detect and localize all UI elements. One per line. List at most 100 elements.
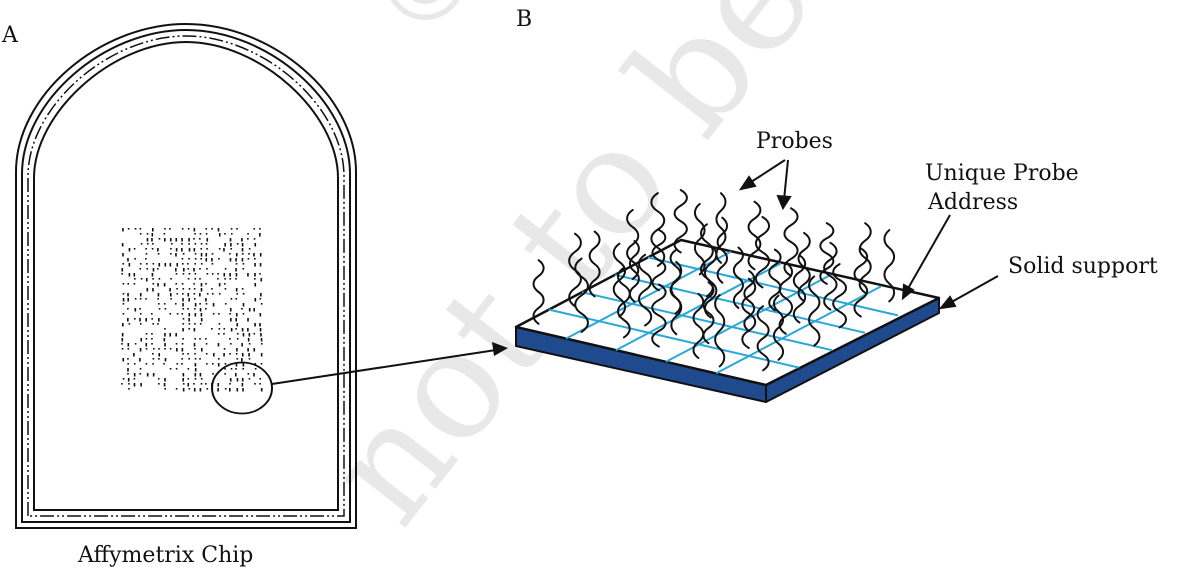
probe-spot xyxy=(229,383,231,385)
probe-spot xyxy=(169,228,171,230)
probe-spot xyxy=(145,263,148,265)
probe-spot xyxy=(169,368,172,370)
probe-spot xyxy=(122,228,124,232)
probe-spot xyxy=(206,248,208,250)
probe-spot xyxy=(152,263,155,265)
probe-spot xyxy=(193,383,195,385)
probe-spot xyxy=(205,338,207,340)
probe-spot xyxy=(169,263,172,267)
probe-spot xyxy=(236,228,238,230)
probe-spot xyxy=(127,373,129,375)
probe-spot xyxy=(139,268,142,270)
probe-spot xyxy=(242,388,244,392)
probe-spot xyxy=(229,308,232,312)
probe-spot xyxy=(145,348,148,350)
probe-spot xyxy=(247,238,249,240)
probe-spot xyxy=(200,288,203,292)
probe-spot xyxy=(253,228,256,230)
probe-spot xyxy=(193,298,196,300)
probe-strand xyxy=(628,240,640,303)
probe-spot xyxy=(205,243,208,245)
probe-spot xyxy=(133,353,135,357)
probe-spot xyxy=(254,273,256,277)
probe-spot xyxy=(224,243,226,247)
probe-strand xyxy=(588,230,601,298)
label-pointers xyxy=(738,159,999,310)
probe-spot xyxy=(164,358,167,362)
probe-spot xyxy=(235,313,238,317)
probe-spot xyxy=(235,353,238,355)
probe-spot xyxy=(145,338,148,340)
probe-spot xyxy=(187,228,190,230)
probe-spot xyxy=(235,253,238,257)
probe-spot xyxy=(199,388,202,392)
probe-spot xyxy=(188,288,191,290)
probe-spot xyxy=(175,333,177,337)
unique-probe-pointer-head xyxy=(901,283,915,301)
probe-spot xyxy=(223,248,225,252)
probe-spot xyxy=(175,248,178,252)
probe-spot xyxy=(206,238,209,242)
probe-spot xyxy=(157,268,159,270)
probe-spot xyxy=(194,378,197,380)
probe-spot xyxy=(254,368,257,370)
probe-spot xyxy=(223,348,226,350)
probe-spot xyxy=(193,388,196,392)
probe-spot xyxy=(218,248,221,250)
probe-spot xyxy=(163,233,166,235)
probe-spot xyxy=(146,288,149,292)
probe-spot xyxy=(151,248,154,250)
probe-spot xyxy=(133,363,136,365)
probe-spot xyxy=(260,333,262,337)
probe-spot xyxy=(235,278,237,280)
unique-probe-label-line2: Address xyxy=(927,190,1018,215)
probe-spot xyxy=(182,378,184,382)
probe-spot xyxy=(229,273,231,277)
probe-strand xyxy=(714,294,726,368)
probe-spot xyxy=(164,378,166,382)
probe-spot xyxy=(193,268,195,272)
probe-spot xyxy=(152,283,155,285)
probe-spot xyxy=(241,358,243,362)
probes xyxy=(532,189,896,372)
probe-strand xyxy=(637,253,653,327)
probe-spot xyxy=(242,268,245,270)
probe-spot xyxy=(181,238,183,242)
probe-spot xyxy=(152,373,155,377)
probe-spot xyxy=(224,303,227,305)
probe-spot xyxy=(224,373,226,375)
probes-label: Probes xyxy=(756,129,833,154)
probe-spot xyxy=(139,323,142,325)
probe-spot xyxy=(158,238,161,240)
probe-spot xyxy=(230,318,232,322)
probe-spot xyxy=(224,363,227,365)
probe-spot xyxy=(182,268,185,272)
probe-spot xyxy=(254,283,257,287)
probe-spot xyxy=(175,303,177,305)
probe-spot xyxy=(151,343,153,345)
probe-spot xyxy=(134,298,137,300)
probe-strand xyxy=(772,294,785,361)
probe-spot xyxy=(139,348,142,352)
probe-spot xyxy=(217,343,220,347)
probe-spot xyxy=(127,293,129,297)
probe-spot xyxy=(121,383,123,385)
probe-spot xyxy=(211,293,214,295)
probe-spot xyxy=(146,268,149,270)
probe-spot xyxy=(242,263,245,265)
probe-spot xyxy=(223,273,226,277)
probe-spot xyxy=(217,383,220,387)
probe-spot xyxy=(194,308,196,310)
solid-support-label: Solid support xyxy=(1008,254,1158,279)
probe-spot xyxy=(121,243,124,247)
probe-spot xyxy=(188,313,191,317)
probe-spot xyxy=(205,303,208,305)
probe-spot xyxy=(200,263,203,265)
probe-spot xyxy=(193,228,196,232)
probe-spot xyxy=(236,243,239,245)
probe-spot xyxy=(157,378,160,380)
probe-spot xyxy=(127,258,129,262)
probe-spot xyxy=(152,353,154,355)
probe-spot xyxy=(199,358,201,360)
probe-spot xyxy=(122,298,125,302)
